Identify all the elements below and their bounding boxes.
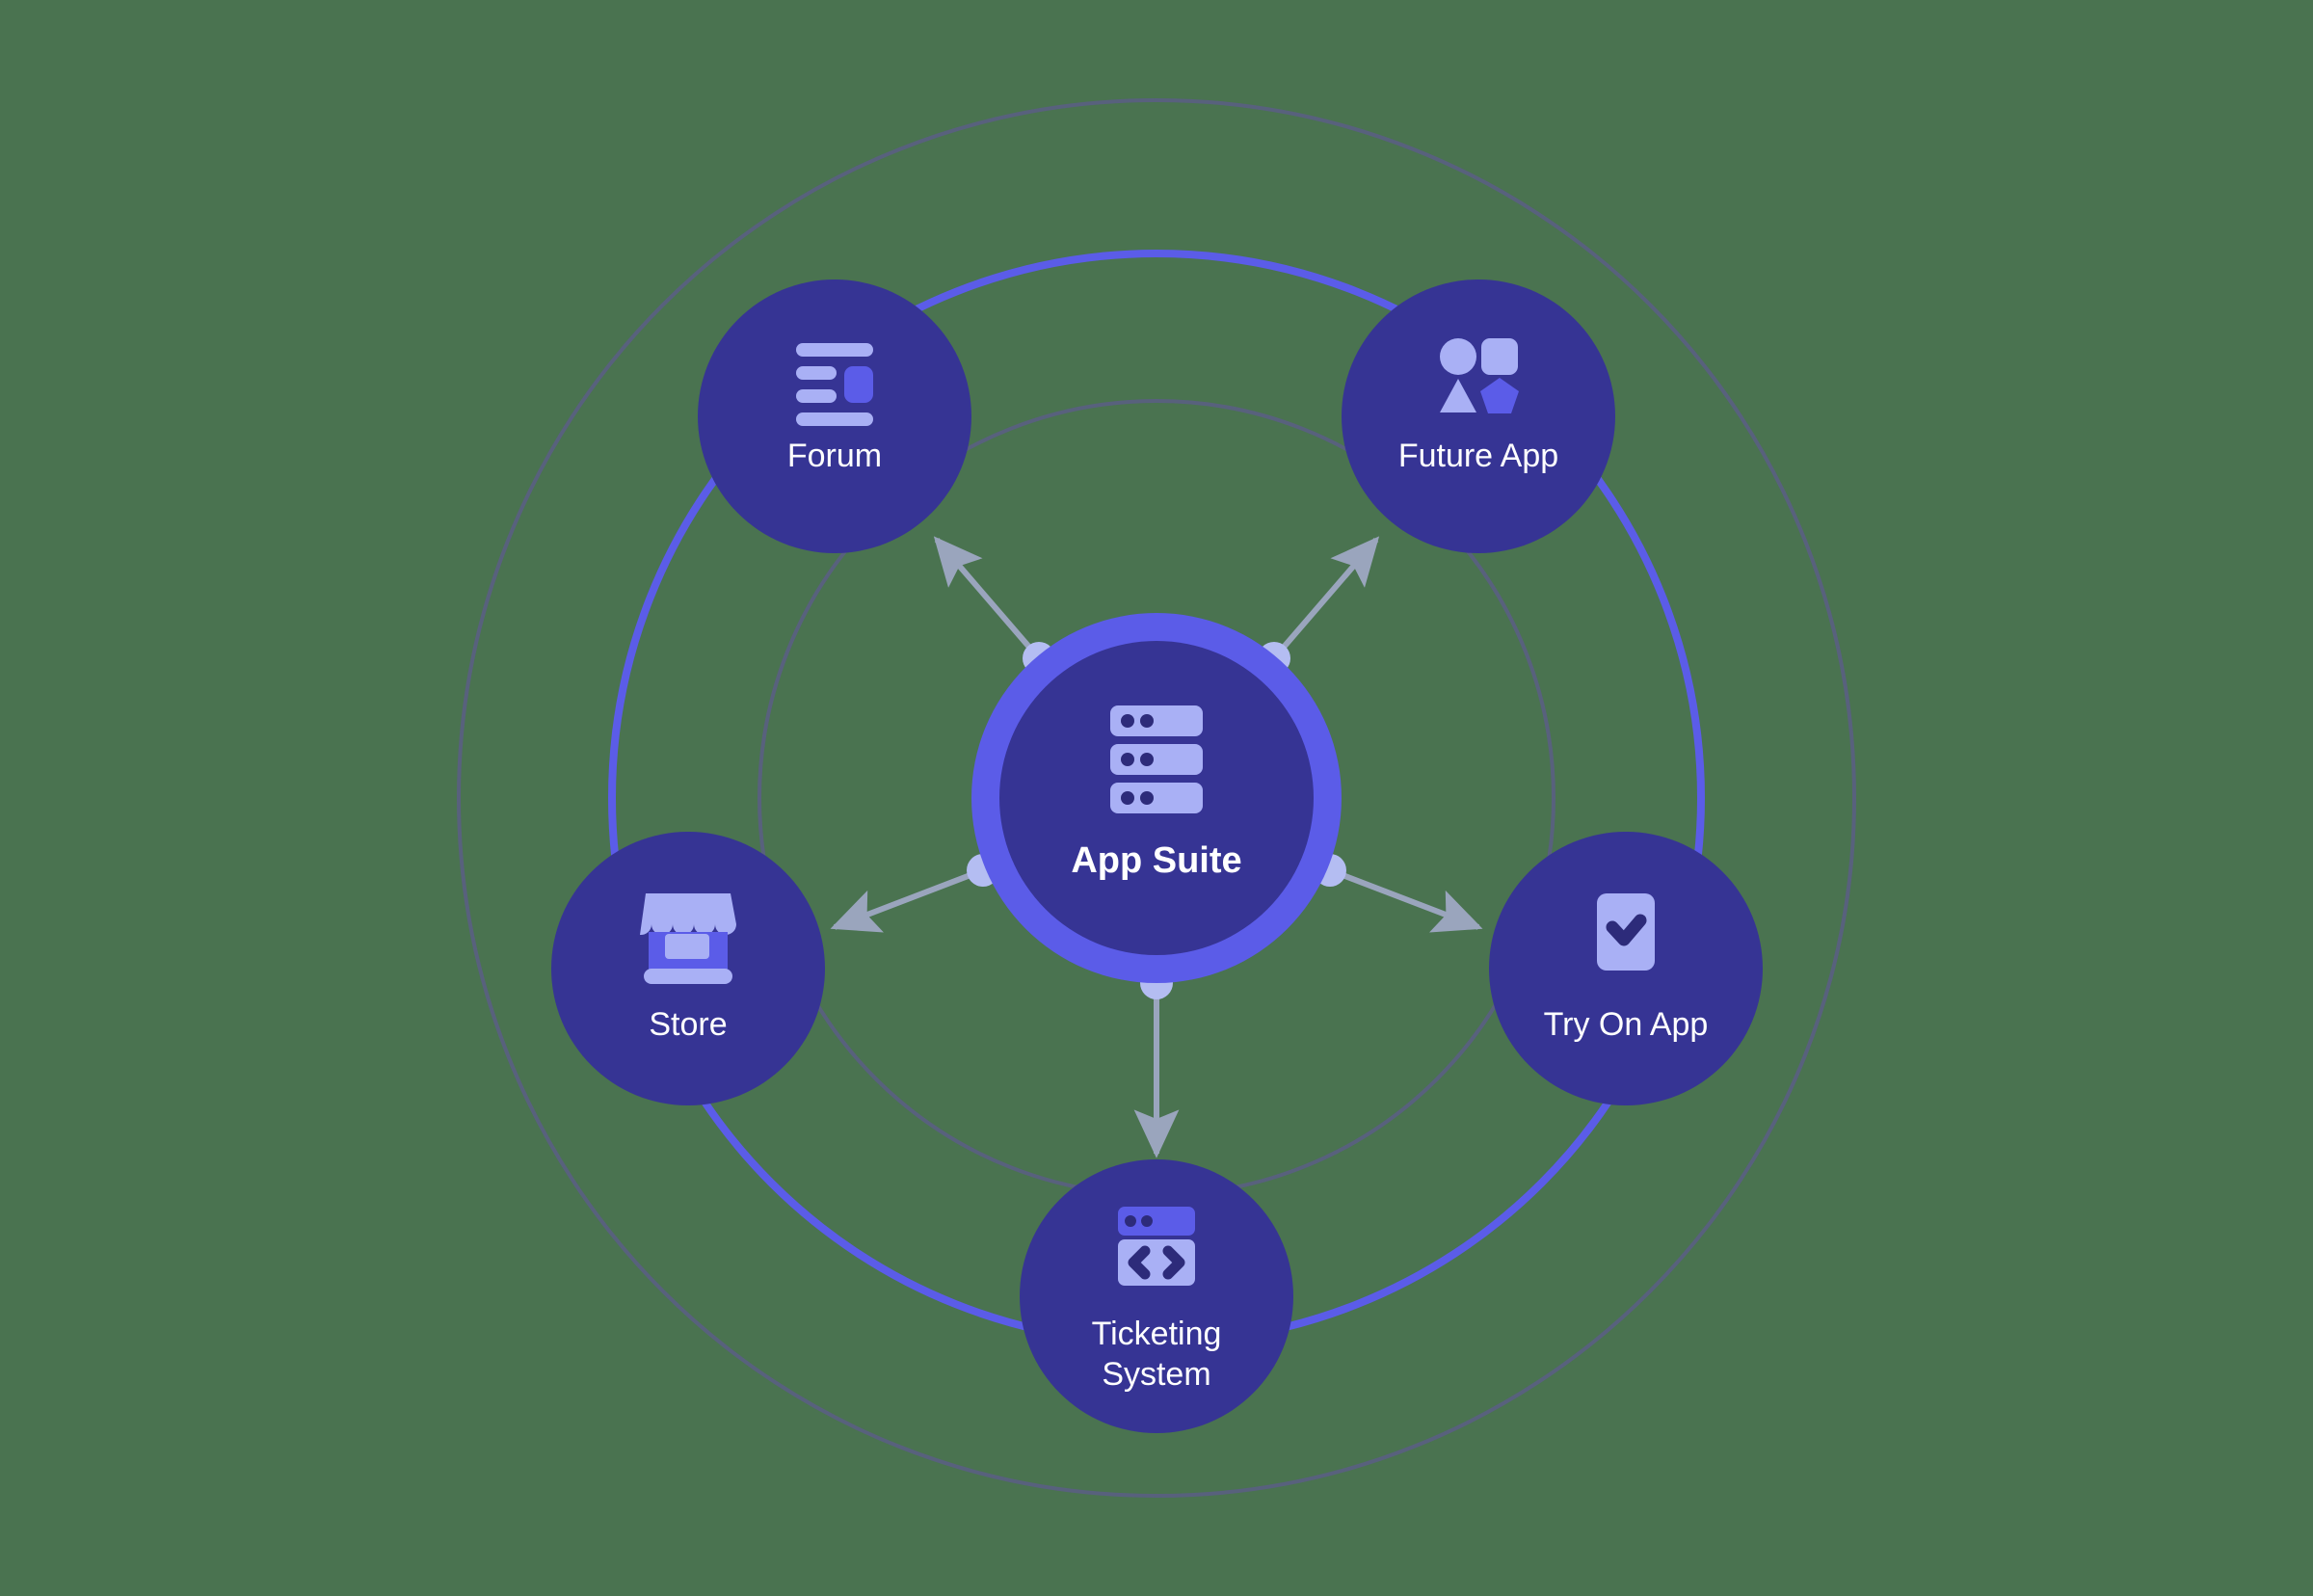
connector-app-suite-to-future-app — [1271, 536, 1380, 660]
outer-ring — [457, 98, 1856, 1498]
node-forum[interactable]: Forum — [698, 279, 971, 553]
node-ticketing-system-circle[interactable] — [1020, 1159, 1293, 1433]
node-store[interactable]: Store — [551, 832, 825, 1105]
node-app-suite[interactable]: App Suite — [971, 613, 1342, 983]
shapes-icon — [1440, 338, 1519, 413]
node-app-suite-label: App Suite — [1071, 840, 1241, 881]
connector-app-suite-to-forum — [933, 536, 1042, 660]
node-future-app-label: Future App — [1398, 438, 1558, 474]
connector-app-suite-to-try-on-app — [1328, 867, 1483, 933]
node-ticketing-system[interactable]: Ticketing System — [1020, 1159, 1293, 1433]
node-forum-label: Forum — [787, 438, 882, 474]
node-try-on-app-label: Try On App — [1544, 1006, 1709, 1043]
node-ticketing-system-label-line2: System — [1102, 1356, 1210, 1393]
article-list-icon — [796, 343, 873, 426]
node-try-on-app[interactable]: Try On App — [1489, 832, 1763, 1105]
server-icon — [1110, 705, 1203, 813]
storefront-icon — [640, 893, 736, 984]
mobile-check-icon — [1597, 893, 1655, 971]
code-window-icon — [1118, 1207, 1195, 1286]
connector-app-suite-to-store — [830, 867, 985, 933]
node-future-app-circle[interactable] — [1342, 279, 1615, 553]
node-store-label: Store — [649, 1006, 727, 1043]
node-future-app[interactable]: Future App — [1342, 279, 1615, 553]
node-ticketing-system-label-line1: Ticketing — [1092, 1316, 1222, 1352]
connector-group — [830, 536, 1483, 1158]
